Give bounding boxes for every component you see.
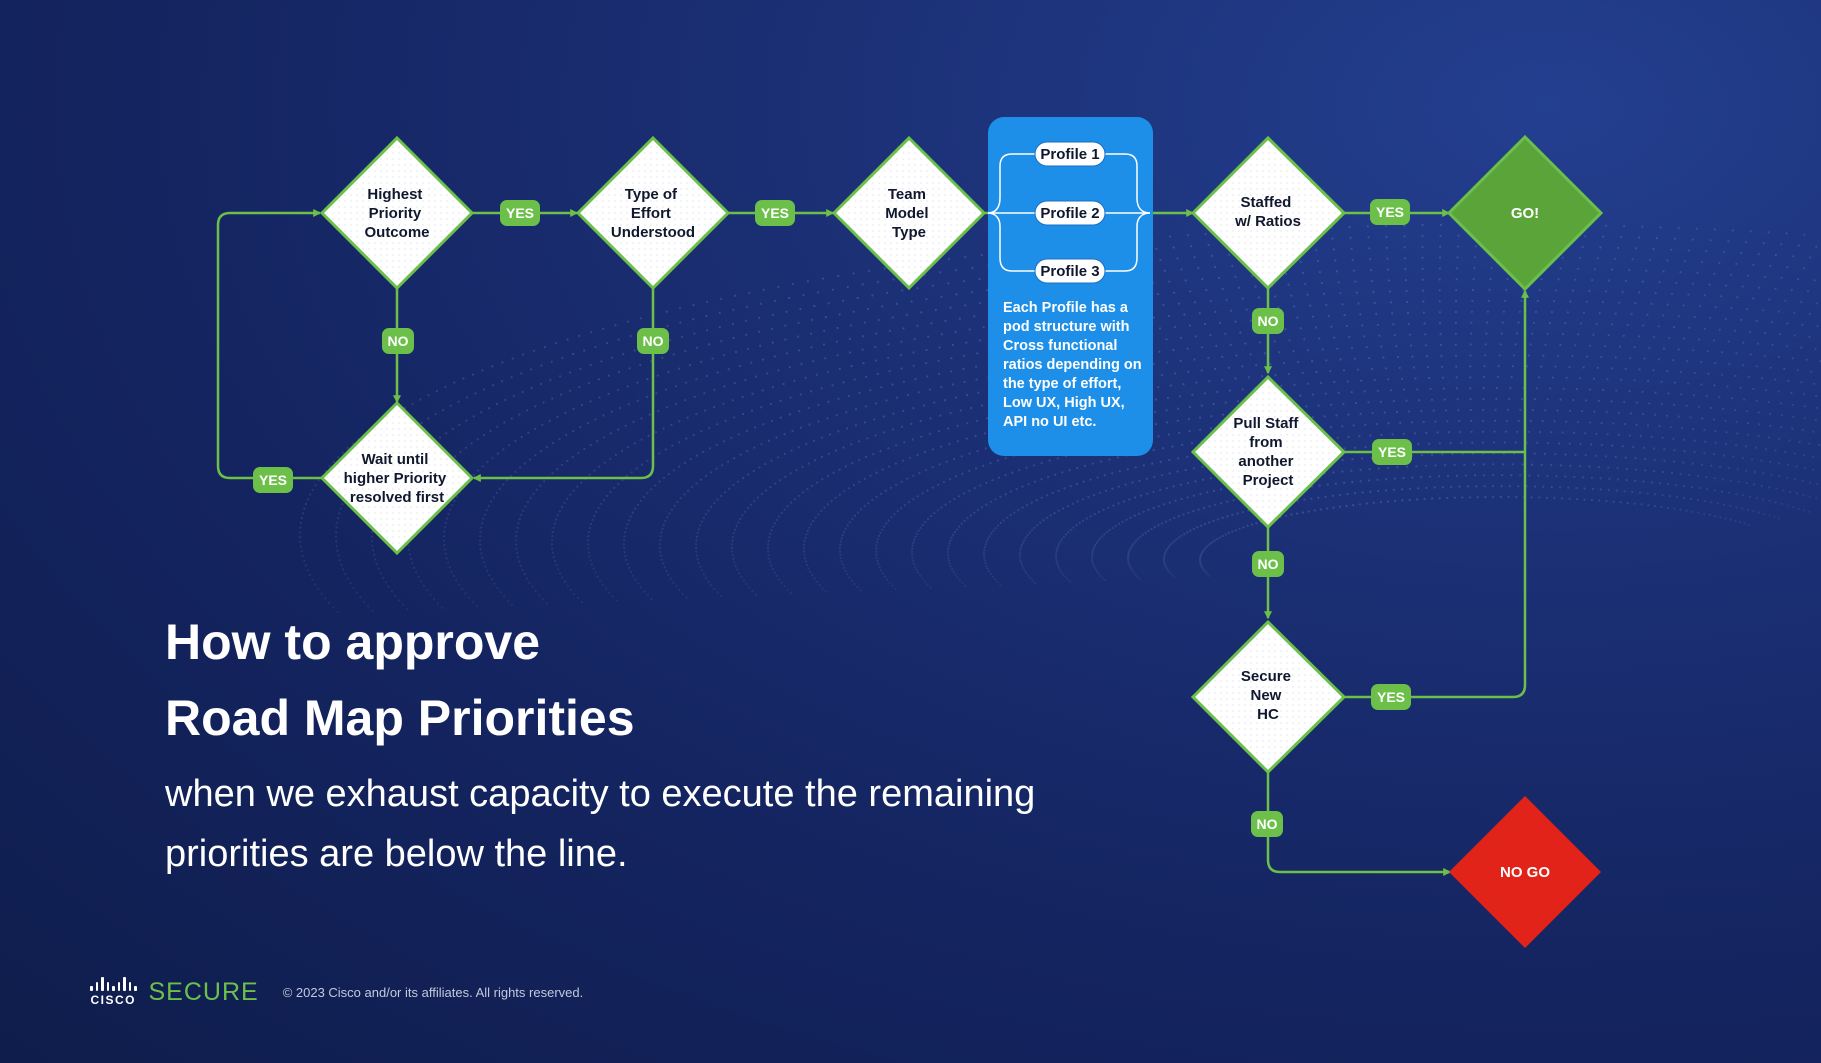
- profile-note: Each Profile has a pod structure with Cr…: [1003, 300, 1142, 430]
- node-secure-hc: Secure New HC: [1190, 619, 1347, 775]
- node-pull-staff: Pull Staff from another Project: [1190, 374, 1347, 530]
- connector-secure-to-go: [1344, 289, 1529, 699]
- badge-no-effort: NO: [637, 328, 669, 354]
- badge-yes-effort: YES: [755, 200, 795, 226]
- secure-wordmark: SECURE: [148, 977, 259, 1006]
- connector-secure-to-nogo: [1266, 772, 1452, 876]
- subtitle: when we exhaust capacity to execute the …: [165, 773, 1036, 875]
- svg-text:YES: YES: [259, 472, 287, 488]
- node-no-go: NO GO: [1449, 796, 1601, 948]
- svg-text:NO: NO: [643, 333, 664, 349]
- badge-yes-secure: YES: [1371, 684, 1411, 710]
- svg-text:YES: YES: [1378, 444, 1406, 460]
- title-line-1: How to approve: [165, 614, 541, 670]
- svg-text:GO!: GO!: [1511, 205, 1539, 222]
- svg-text:Highest Priority: Highest Priority Outcome: [364, 186, 429, 241]
- cisco-wordmark: CISCO: [90, 993, 136, 1007]
- badge-no-pull: NO: [1252, 551, 1284, 577]
- badge-yes-priority: YES: [500, 200, 540, 226]
- node-go: GO!: [1446, 134, 1604, 292]
- node-type-of-effort: Type of Effort Understood: [575, 135, 731, 291]
- title-line-2: Road Map Priorities: [165, 690, 635, 746]
- node-staffed: Staffed w/ Ratios: [1190, 135, 1347, 291]
- node-wait-until: Wait until higher Priority resolved firs…: [319, 400, 475, 556]
- node-highest-priority: Highest Priority Outcome: [319, 135, 475, 291]
- svg-text:YES: YES: [506, 205, 534, 221]
- footer: CISCO SECURE © 2023 Cisco and/or its aff…: [90, 972, 583, 1012]
- connector-effort-to-wait: [472, 288, 655, 482]
- svg-text:YES: YES: [1377, 689, 1405, 705]
- svg-text:YES: YES: [761, 205, 789, 221]
- badge-yes-pull: YES: [1372, 439, 1412, 465]
- badge-no-secure: NO: [1251, 811, 1283, 837]
- badge-yes-wait: YES: [253, 467, 293, 493]
- profile-label-1: Profile 1: [1040, 146, 1099, 163]
- profile-pill-2: Profile 2: [1034, 200, 1106, 226]
- svg-text:YES: YES: [1376, 204, 1404, 220]
- profile-pill-1: Profile 1: [1034, 141, 1106, 167]
- svg-text:NO: NO: [1258, 556, 1279, 572]
- title-block: How to approve Road Map Priorities when …: [165, 604, 1065, 884]
- node-team-model: Team Model Type: [831, 135, 987, 291]
- connector-wait-loop: [216, 209, 322, 480]
- profile-panel: [988, 117, 1153, 456]
- svg-text:NO: NO: [1257, 816, 1278, 832]
- badge-no-priority: NO: [382, 328, 414, 354]
- profile-label-2: Profile 2: [1040, 205, 1099, 222]
- svg-text:NO: NO: [388, 333, 409, 349]
- copyright-notice: © 2023 Cisco and/or its affiliates. All …: [282, 984, 584, 1000]
- svg-text:NO GO: NO GO: [1500, 864, 1550, 881]
- profile-brace-right: [1105, 153, 1151, 272]
- cisco-bars-icon: [90, 977, 137, 991]
- svg-text:Team Model Typ: Team Model Type: [885, 186, 933, 241]
- svg-text:NO: NO: [1258, 313, 1279, 329]
- profile-label-3: Profile 3: [1040, 263, 1099, 280]
- badge-no-staffed: NO: [1252, 308, 1284, 334]
- profile-pill-3: Profile 3: [1034, 258, 1106, 284]
- badge-yes-staffed: YES: [1370, 199, 1410, 225]
- cisco-logo: CISCO: [90, 977, 137, 1007]
